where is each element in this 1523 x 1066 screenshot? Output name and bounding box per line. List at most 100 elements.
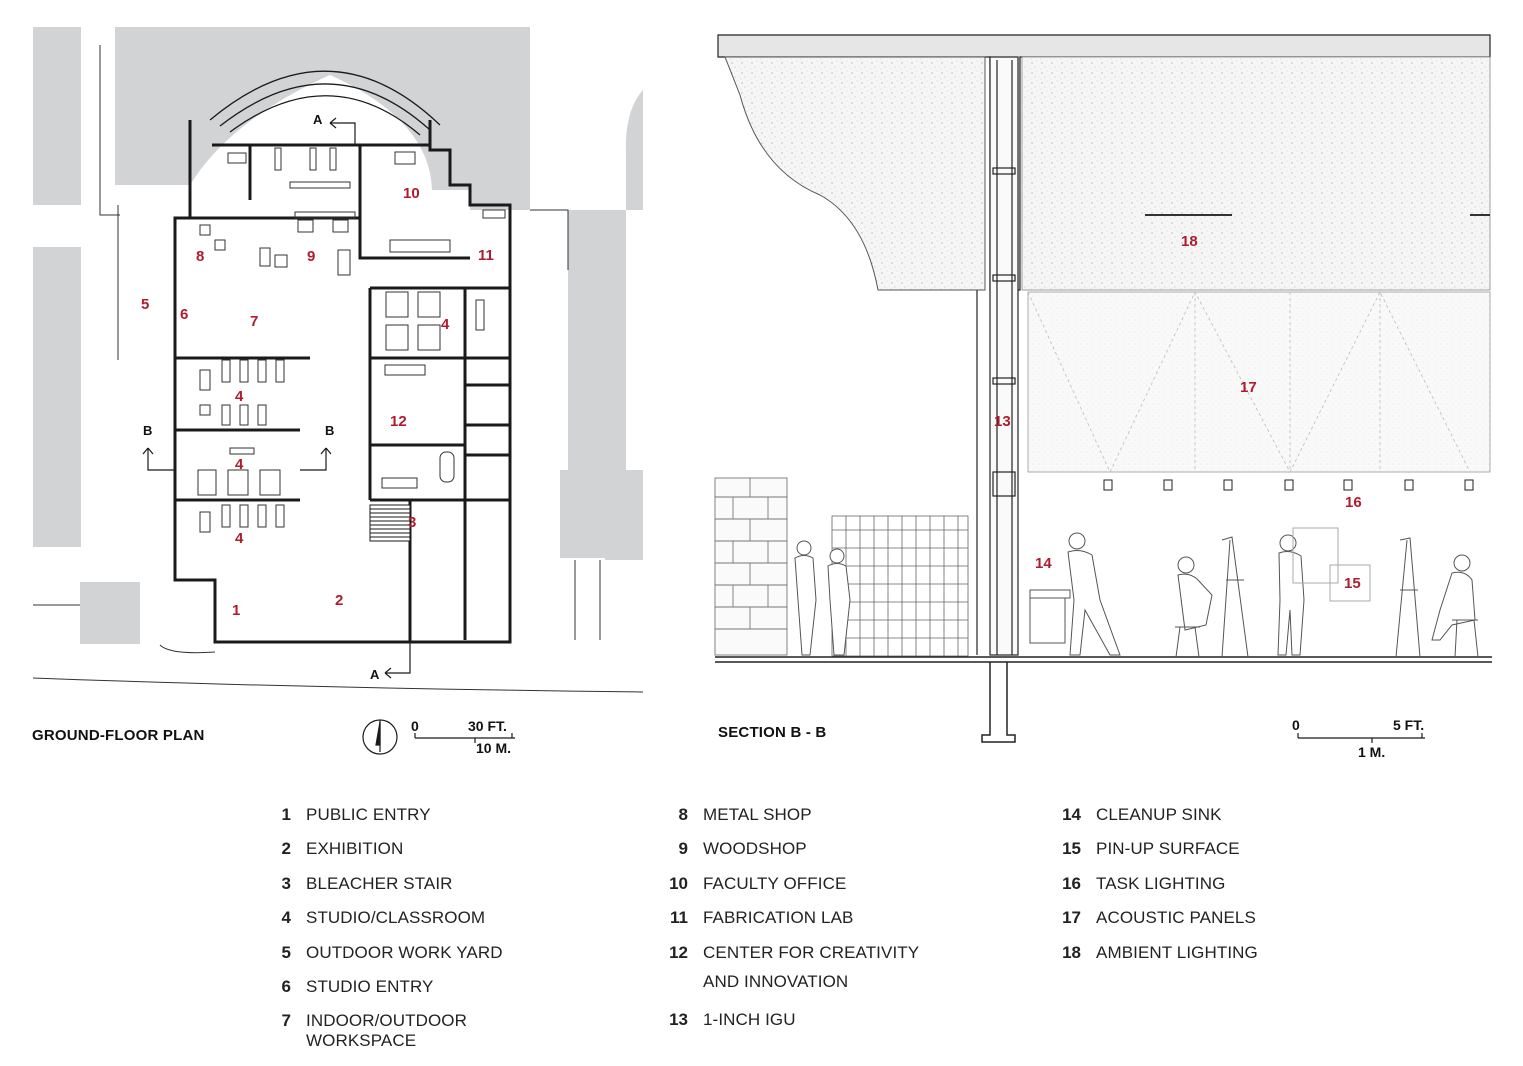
legend-label: METAL SHOP bbox=[703, 805, 812, 824]
legend-number: 6 bbox=[281, 976, 291, 996]
legend-label: STUDIO ENTRY bbox=[306, 976, 434, 996]
legend-number: 13 bbox=[669, 1009, 688, 1029]
legend-item: 1 PUBLIC ENTRY bbox=[251, 805, 556, 825]
room-tag-7: 7 bbox=[250, 313, 258, 330]
legend-number: 16 bbox=[1062, 873, 1081, 893]
legend-number: 18 bbox=[1062, 942, 1081, 962]
section-scale-zero: 0 bbox=[1292, 717, 1300, 733]
section-scale-bar bbox=[1297, 733, 1425, 743]
section-b-b: 13 14 15 16 17 18 bbox=[714, 34, 1492, 743]
room-tag-5: 5 bbox=[141, 296, 149, 313]
room-tag-8: 8 bbox=[196, 248, 204, 265]
legend-item: 2 EXHIBITION bbox=[251, 839, 556, 859]
room-tag-11: 11 bbox=[478, 247, 494, 264]
acoustic-panel-diagonals bbox=[1027, 291, 1471, 473]
legend-label: PIN-UP SURFACE bbox=[1096, 839, 1240, 859]
legend-number: 8 bbox=[678, 805, 688, 824]
masonry-wall bbox=[714, 477, 788, 656]
legend-item: 8 METAL SHOP bbox=[648, 805, 953, 825]
legend-label: FABRICATION LAB bbox=[703, 908, 854, 928]
room-tag-4: 4 bbox=[235, 456, 244, 473]
bleacher-stair bbox=[369, 504, 411, 542]
ceiling-mass bbox=[724, 56, 986, 291]
room-tag-6: 6 bbox=[180, 306, 188, 323]
room-tag-4: 4 bbox=[441, 316, 450, 333]
legend-label: AMBIENT LIGHTING bbox=[1096, 942, 1258, 962]
section-caption: SECTION B - B bbox=[718, 724, 827, 741]
ceiling-panel bbox=[1021, 56, 1491, 291]
legend-column-1: 1 PUBLIC ENTRY 2 EXHIBITION 3 BLEACHER STAI… bbox=[251, 805, 556, 1066]
legend-number: 12 bbox=[669, 942, 688, 962]
legend-number: 7 bbox=[281, 1011, 291, 1031]
plan-scale-zero: 0 bbox=[411, 718, 419, 734]
section-mark-b: B bbox=[143, 423, 152, 438]
section-mark-b: B bbox=[325, 423, 334, 438]
plan-scale-feet: 30 FT. bbox=[468, 718, 507, 734]
legend-number: 9 bbox=[678, 839, 688, 859]
room-tag-4: 4 bbox=[235, 530, 244, 547]
section-scale-feet: 5 FT. bbox=[1393, 717, 1425, 733]
legend-number: 4 bbox=[281, 908, 291, 928]
legend-label: CLEANUP SINK bbox=[1096, 805, 1222, 824]
legend-number: 3 bbox=[281, 873, 291, 893]
legend-number: 15 bbox=[1062, 839, 1081, 859]
section-tag-18: 18 bbox=[1181, 233, 1198, 250]
building-walls bbox=[173, 120, 512, 644]
legend-item: 6 STUDIO ENTRY bbox=[251, 977, 556, 997]
entry-arc bbox=[209, 70, 441, 136]
site-lines bbox=[32, 45, 644, 693]
legend-label: INDOOR/OUTDOOR WORKSPACE bbox=[306, 1011, 468, 1051]
section-tag-16: 16 bbox=[1345, 494, 1362, 511]
legend-label: STUDIO/CLASSROOM bbox=[306, 908, 486, 928]
glazing-mullion bbox=[976, 56, 1019, 656]
north-arrow-icon bbox=[362, 719, 398, 755]
section-tag-17: 17 bbox=[1240, 379, 1257, 396]
legend-number: 1 bbox=[281, 805, 291, 824]
room-tag-1: 1 bbox=[232, 602, 240, 619]
floor-slab bbox=[715, 656, 1492, 743]
acoustic-panels bbox=[1027, 291, 1491, 473]
room-tag-4: 4 bbox=[235, 388, 244, 405]
legend-item: 3 BLEACHER STAIR bbox=[251, 874, 556, 894]
section-mark-a: A bbox=[313, 112, 323, 127]
legend-number: 17 bbox=[1062, 908, 1081, 928]
room-tags: 1 2 3 4 4 4 4 5 6 7 8 9 10 11 12 bbox=[141, 185, 494, 619]
room-tag-3: 3 bbox=[408, 514, 416, 531]
legend-item: 4 STUDIO/CLASSROOM bbox=[251, 908, 556, 928]
legend-number: 14 bbox=[1062, 805, 1081, 824]
legend-label: EXHIBITION bbox=[306, 839, 404, 859]
legend-label: PUBLIC ENTRY bbox=[306, 805, 431, 824]
section-marks bbox=[142, 117, 411, 679]
legend-item: 17 ACOUSTIC PANELS bbox=[1041, 908, 1346, 928]
legend-item: 13 1-INCH IGU bbox=[648, 1010, 953, 1030]
section-tag-15: 15 bbox=[1344, 575, 1361, 592]
legend-item: 18 AMBIENT LIGHTING bbox=[1041, 943, 1346, 963]
legend-item: 7 INDOOR/OUTDOOR WORKSPACE bbox=[251, 1011, 556, 1051]
mesh-gate bbox=[831, 515, 969, 657]
legend-number: 2 bbox=[281, 839, 291, 859]
plan-scale-meters: 10 M. bbox=[476, 740, 512, 756]
plan-scale-bar bbox=[414, 733, 515, 743]
section-tags: 13 14 15 16 17 18 bbox=[994, 233, 1362, 592]
room-tag-9: 9 bbox=[307, 248, 315, 265]
legend-label: OUTDOOR WORK YARD bbox=[306, 942, 503, 962]
section-tag-13: 13 bbox=[994, 413, 1011, 430]
site-context bbox=[33, 27, 643, 644]
legend-label: BLEACHER STAIR bbox=[306, 873, 453, 893]
studio-furniture bbox=[197, 147, 506, 533]
section-mark-a: A bbox=[370, 667, 380, 682]
legend-label: 1-INCH IGU bbox=[703, 1009, 796, 1029]
people-figures bbox=[794, 527, 1479, 658]
legend-label: ACOUSTIC PANELS bbox=[1096, 908, 1256, 928]
section-scale-meters: 1 M. bbox=[1358, 744, 1386, 760]
legend-item: 15 PIN-UP SURFACE bbox=[1041, 839, 1346, 859]
